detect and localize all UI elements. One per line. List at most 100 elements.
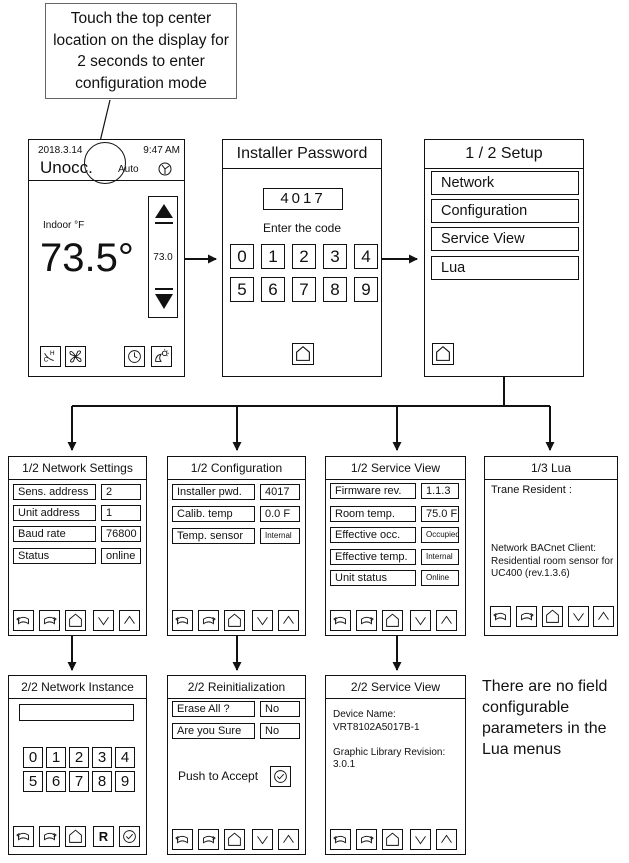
network-instance-title: 2/2 Network Instance — [9, 676, 146, 699]
temp-sensor-value[interactable]: Internal — [260, 528, 300, 544]
status-value: online — [101, 548, 141, 564]
keypad-key-1[interactable]: 1 — [261, 244, 285, 269]
sens-address-value[interactable]: 2 — [101, 484, 141, 500]
accept-icon[interactable] — [270, 766, 291, 787]
scroll-up-icon[interactable] — [278, 829, 299, 850]
back-icon[interactable] — [13, 610, 34, 631]
scroll-up-icon[interactable] — [119, 610, 140, 631]
setup-panel: 1 / 2 Setup Network Configuration Servic… — [424, 139, 584, 377]
home-icon[interactable] — [382, 829, 403, 850]
lua-panel: 1/3 Lua Trane Resident : Network BACnet … — [484, 456, 618, 636]
installer-pwd-value[interactable]: 4017 — [260, 484, 300, 500]
keypad-key-6[interactable]: 6 — [261, 277, 285, 302]
confirm-icon[interactable] — [119, 826, 140, 847]
keypad-key-2[interactable]: 2 — [292, 244, 316, 269]
clock-icon[interactable] — [124, 346, 145, 367]
keypad-key-8[interactable]: 8 — [92, 771, 112, 792]
calib-temp-value[interactable]: 0.0 F — [260, 506, 300, 522]
fan-icon[interactable] — [65, 346, 86, 367]
home-icon[interactable] — [65, 610, 86, 631]
baud-rate-value[interactable]: 76800 — [101, 526, 141, 542]
menu-item-network[interactable]: Network — [431, 171, 579, 195]
enter-code-label: Enter the code — [262, 221, 342, 235]
network-instance-input[interactable] — [19, 704, 134, 721]
keypad-key-1[interactable]: 1 — [46, 747, 66, 768]
scroll-down-icon[interactable] — [93, 610, 114, 631]
home-icon[interactable] — [224, 610, 245, 631]
installer-password-title: Installer Password — [223, 140, 381, 169]
setpoint-down-button[interactable] — [154, 286, 174, 312]
scroll-down-icon[interactable] — [252, 610, 273, 631]
home-icon[interactable] — [65, 826, 86, 847]
setpoint-up-button[interactable] — [154, 202, 174, 226]
config-touch-zone[interactable] — [84, 142, 126, 184]
scroll-up-icon[interactable] — [436, 610, 457, 631]
indoor-temperature: 73.5° — [40, 236, 134, 280]
service-view-2-title: 2/2 Service View — [326, 676, 465, 699]
keypad-key-5[interactable]: 5 — [230, 277, 254, 302]
back-icon[interactable] — [330, 610, 351, 631]
fan-mode-label: Auto — [118, 164, 139, 175]
room-temp-label: Room temp. — [330, 506, 416, 522]
scroll-up-icon[interactable] — [593, 606, 614, 627]
effective-temp-label: Effective temp. — [330, 549, 416, 565]
scroll-down-icon[interactable] — [568, 606, 589, 627]
reset-button[interactable]: R — [93, 826, 114, 847]
keypad-key-9[interactable]: 9 — [354, 277, 378, 302]
menu-item-lua[interactable]: Lua — [431, 256, 579, 280]
callout-text: Touch the top center location on the dis… — [53, 10, 229, 92]
are-you-sure-value[interactable]: No — [260, 723, 300, 739]
home-icon[interactable] — [432, 343, 454, 365]
erase-all-value[interactable]: No — [260, 701, 300, 717]
home-icon[interactable] — [382, 610, 403, 631]
forward-icon[interactable] — [198, 829, 219, 850]
scroll-up-icon[interactable] — [436, 829, 457, 850]
back-icon[interactable] — [172, 610, 193, 631]
forward-icon[interactable] — [516, 606, 537, 627]
forward-icon[interactable] — [198, 610, 219, 631]
scroll-down-icon[interactable] — [410, 829, 431, 850]
forward-icon[interactable] — [39, 610, 60, 631]
menu-item-configuration[interactable]: Configuration — [431, 199, 579, 223]
scroll-down-icon[interactable] — [252, 829, 273, 850]
setpoint-box — [148, 196, 178, 318]
network-instance-panel: 2/2 Network Instance 0 1 2 3 4 5 6 7 8 9… — [8, 675, 147, 855]
back-icon[interactable] — [13, 826, 34, 847]
service-view-title: 1/2 Service View — [326, 457, 465, 480]
keypad-key-0[interactable]: 0 — [230, 244, 254, 269]
keypad-key-3[interactable]: 3 — [323, 244, 347, 269]
keypad-key-8[interactable]: 8 — [323, 277, 347, 302]
keypad-key-7[interactable]: 7 — [292, 277, 316, 302]
forward-icon[interactable] — [39, 826, 60, 847]
sun-moon-icon[interactable] — [151, 346, 172, 367]
keypad-key-4[interactable]: 4 — [115, 747, 135, 768]
home-icon[interactable] — [224, 829, 245, 850]
lua-title: 1/3 Lua — [485, 457, 617, 480]
forward-icon[interactable] — [356, 829, 377, 850]
scroll-up-icon[interactable] — [278, 610, 299, 631]
home-icon[interactable] — [542, 606, 563, 627]
network-settings-panel: 1/2 Network Settings Sens. address 2 Uni… — [8, 456, 147, 636]
menu-item-service-view[interactable]: Service View — [431, 227, 579, 251]
back-icon[interactable] — [490, 606, 511, 627]
forward-icon[interactable] — [356, 610, 377, 631]
erase-all-label: Erase All ? — [172, 701, 255, 717]
reinitialization-panel: 2/2 Reinitialization Erase All ? No Are … — [167, 675, 306, 855]
back-icon[interactable] — [330, 829, 351, 850]
keypad-key-6[interactable]: 6 — [46, 771, 66, 792]
scroll-down-icon[interactable] — [410, 610, 431, 631]
keypad-key-7[interactable]: 7 — [69, 771, 89, 792]
effective-temp-value: Internal — [421, 549, 459, 565]
keypad-key-4[interactable]: 4 — [354, 244, 378, 269]
keypad-key-5[interactable]: 5 — [23, 771, 43, 792]
unit-address-value[interactable]: 1 — [101, 505, 141, 521]
home-icon[interactable] — [292, 343, 314, 365]
unit-address-label: Unit address — [13, 505, 96, 521]
back-icon[interactable] — [172, 829, 193, 850]
indoor-label: Indoor °F — [43, 220, 85, 231]
keypad-key-0[interactable]: 0 — [23, 747, 43, 768]
keypad-key-2[interactable]: 2 — [69, 747, 89, 768]
keypad-key-3[interactable]: 3 — [92, 747, 112, 768]
keypad-key-9[interactable]: 9 — [115, 771, 135, 792]
